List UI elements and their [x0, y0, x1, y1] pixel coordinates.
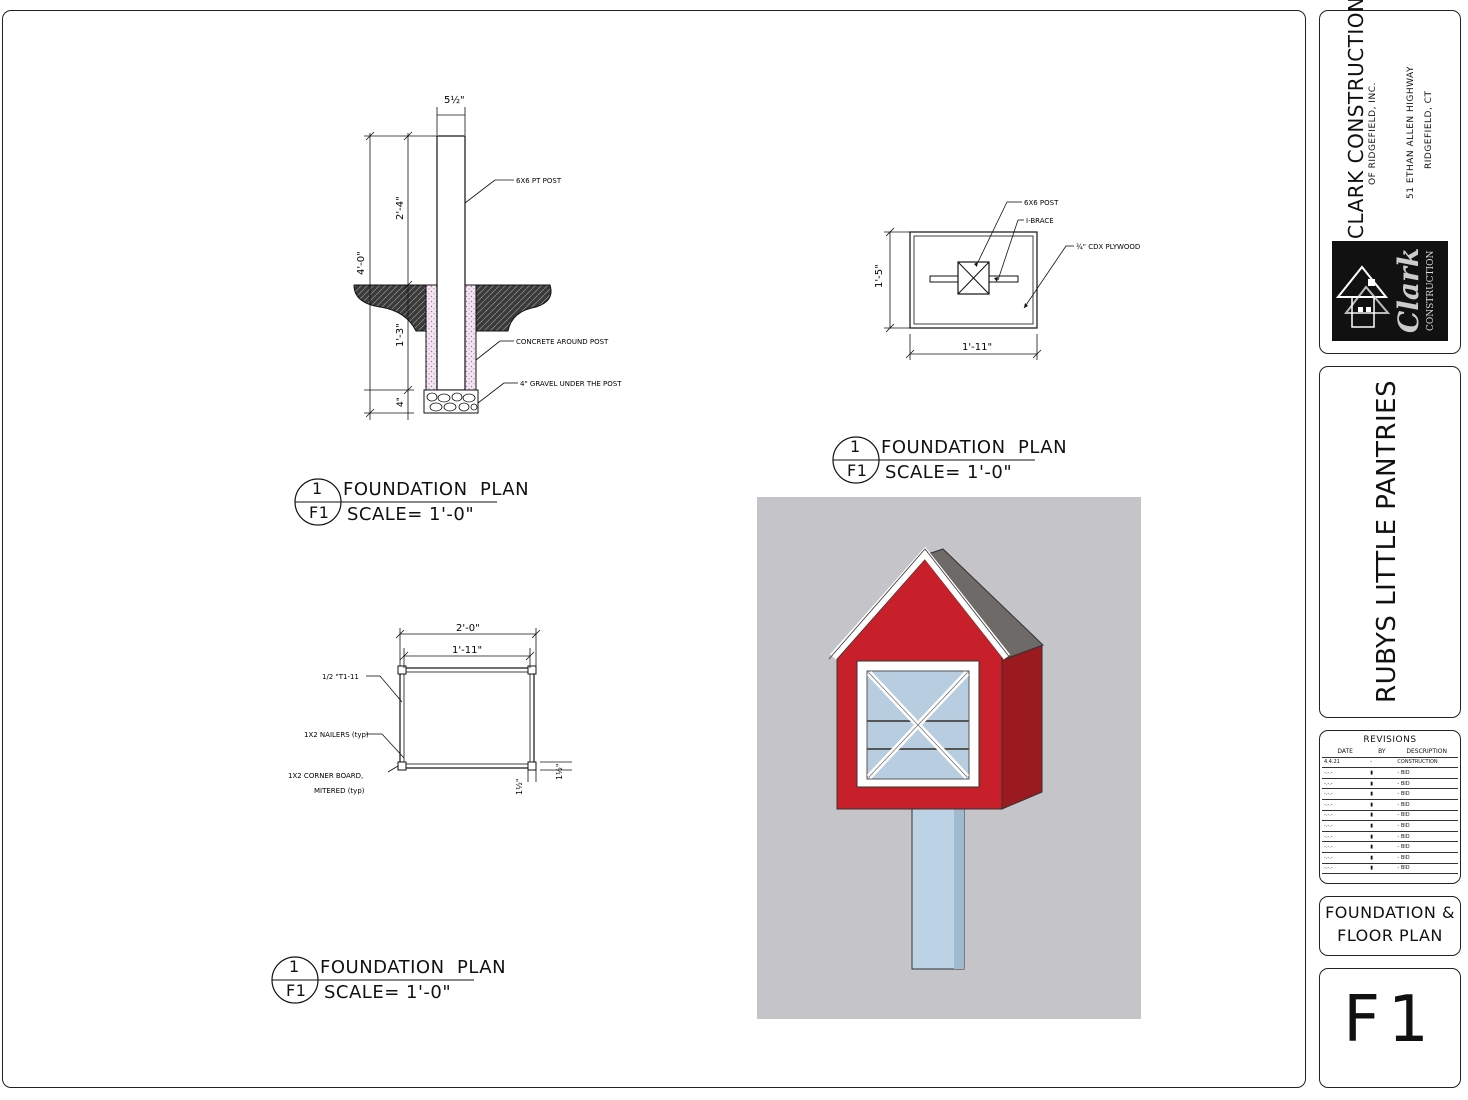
sheet-number: F1: [1343, 983, 1437, 1057]
callout-bubble: [294, 478, 497, 526]
rev-header-by: BY: [1368, 747, 1396, 758]
table-row: -.-.-▮- BID: [1322, 810, 1458, 822]
pantry-illustration: [828, 546, 1044, 970]
dim-post-width: 5½": [444, 94, 465, 106]
house-logo-icon: [1335, 265, 1391, 328]
dim-above-grade: 2'-4": [395, 196, 406, 220]
dim-floor-outer: 2'-0": [456, 623, 480, 634]
sheet-title-line2: FLOOR PLAN: [1337, 926, 1443, 945]
callout-number: 1: [850, 437, 861, 456]
dim-base-width: 1'-11": [962, 342, 992, 353]
company-logo: Clark CONSTRUCTION: [1332, 241, 1448, 341]
post-section-detail: 5½" 4'-0" 2'-4" 1'-3" 4" 6X6 PT POST CON…: [353, 94, 622, 420]
company-address-1: 51 ETHAN ALLEN HIGHWAY: [1406, 65, 1416, 199]
table-row: -.-.-▮- BID: [1322, 831, 1458, 843]
label-gravel: 4" GRAVEL UNDER THE POST: [520, 380, 622, 388]
company-address-2: RIDGEFIELD, CT: [1424, 90, 1434, 169]
label-post: 6X6 PT POST: [516, 177, 562, 185]
dim-small-1: 1½": [515, 778, 524, 795]
rev-header-description: DESCRIPTION: [1395, 747, 1458, 758]
company-panel: CLARK CONSTRUCTION OF RIDGEFIELD, INC. 5…: [1319, 0, 1461, 354]
company-sub: OF RIDGEFIELD, INC.: [1368, 82, 1378, 185]
label-corner-board: 1X2 CORNER BOARD,: [288, 772, 363, 780]
sheet-number-panel: F1: [1319, 968, 1461, 1088]
revisions-table: DATE BY DESCRIPTION 4.4.21-CONSTRUCTION …: [1322, 747, 1458, 875]
callout-base-plan: 1 F1 FOUNDATION PLAN SCALE= 1'-0": [831, 432, 1067, 488]
revisions-header-row: DATE BY DESCRIPTION: [1322, 747, 1458, 758]
table-row: -.-.-▮- BID: [1322, 820, 1458, 832]
project-panel: RUBYS LITTLE PANTRIES: [1319, 366, 1461, 718]
callout-sheet: F1: [309, 503, 330, 522]
sheet-title-line1: FOUNDATION &: [1325, 903, 1455, 922]
logo-sub: CONSTRUCTION: [1426, 250, 1436, 331]
label-concrete: CONCRETE AROUND POST: [516, 338, 609, 346]
table-row: -.-.-▮- BID: [1322, 863, 1458, 875]
logo-word: Clark: [1392, 247, 1425, 333]
callout-post-section: 1 F1 FOUNDATION PLAN SCALE= 1'-0": [293, 474, 529, 530]
dim-total-height: 4'-0": [356, 251, 367, 275]
callout-bubble: [271, 956, 474, 1004]
callout-title: FOUNDATION PLAN: [881, 437, 1068, 458]
revisions-title: REVISIONS: [1363, 735, 1417, 745]
label-t111: 1/2 "T1-11: [322, 673, 359, 681]
callout-floor-plan: 1 F1 FOUNDATION PLAN SCALE= 1'-0": [270, 952, 506, 1008]
label-corner-mitered: MITERED (typ): [314, 787, 365, 795]
callout-title: FOUNDATION PLAN: [343, 479, 530, 500]
post: [436, 135, 466, 391]
pantry-side-wall: [1001, 644, 1043, 810]
callout-number: 1: [312, 479, 323, 498]
callout-scale: SCALE= 1'-0": [347, 504, 475, 525]
table-row: 4.4.21-CONSTRUCTION: [1322, 757, 1458, 769]
table-row: -.-.-▮- BID: [1322, 767, 1458, 779]
table-row: -.-.-▮- BID: [1322, 841, 1458, 853]
dim-gravel-depth: 4": [396, 397, 406, 407]
table-row: -.-.-▮- BID: [1322, 778, 1458, 790]
company-name: CLARK CONSTRUCTION: [1344, 0, 1368, 239]
callout-scale: SCALE= 1'-0": [324, 982, 452, 1003]
dim-small-2: 1½": [555, 763, 564, 780]
revisions-panel: REVISIONS DATE BY DESCRIPTION 4.4.21-CON…: [1319, 730, 1461, 884]
gravel: [423, 389, 479, 414]
callout-number: 1: [289, 957, 300, 976]
callout-title: FOUNDATION PLAN: [320, 957, 507, 978]
floor-plan-detail: 2'-0" 1'-11" 1/2 "T1-11 1X2 NAILERS (typ…: [288, 623, 572, 795]
table-row: -.-.-▮- BID: [1322, 788, 1458, 800]
floor-outline-inner: [403, 671, 531, 765]
project-name: RUBYS LITTLE PANTRIES: [1372, 379, 1402, 703]
table-row: -.-.-▮- BID: [1322, 852, 1458, 864]
dim-floor-inner: 1'-11": [452, 645, 482, 656]
dim-below-grade: 1'-3": [395, 323, 406, 347]
plywood-base-inner: [913, 235, 1034, 325]
callout-scale: SCALE= 1'-0": [885, 462, 1013, 483]
callout-sheet: F1: [847, 461, 868, 480]
callout-sheet: F1: [286, 981, 307, 1000]
callout-bubble: [832, 436, 1035, 484]
label-post-plan: 6X6 POST: [1024, 199, 1059, 207]
pantry-3d-render: [757, 497, 1141, 1019]
sheet-title-panel: FOUNDATION & FLOOR PLAN: [1319, 896, 1461, 956]
base-plan-detail: 6X6 POST I-BRACE ¾" CDX PLYWOOD 1'-5" 1'…: [874, 199, 1140, 360]
label-plywood: ¾" CDX PLYWOOD: [1076, 243, 1140, 251]
dim-base-height: 1'-5": [874, 264, 885, 288]
table-row: -.-.-▮- BID: [1322, 799, 1458, 811]
label-i-brace: I-BRACE: [1026, 217, 1054, 225]
rev-header-date: DATE: [1322, 747, 1369, 758]
pantry-gable-trim: [830, 546, 1011, 660]
label-nailers: 1X2 NAILERS (typ): [304, 731, 369, 739]
floor-outline-outer: [399, 667, 535, 769]
